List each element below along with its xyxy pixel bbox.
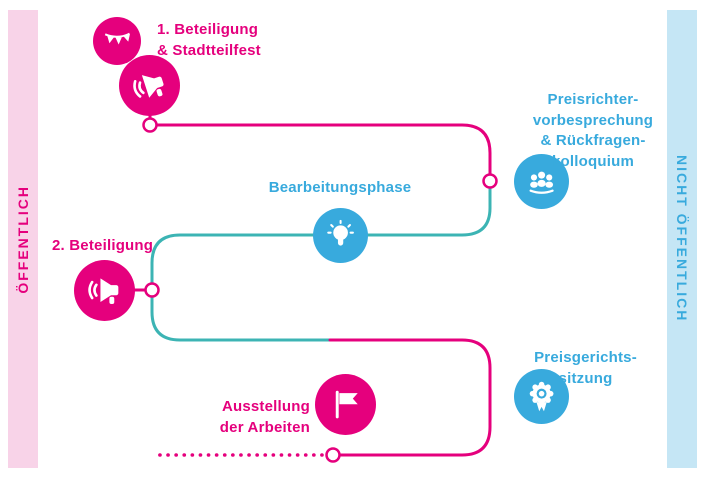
band-not-public: NICHT ÖFFENTLICH [667, 10, 697, 468]
label-line: & Stadtteilfest [157, 41, 261, 59]
label-line: Preisrichter- [547, 91, 639, 108]
band-not-public-label: NICHT ÖFFENTLICH [674, 155, 690, 323]
flow-segment-3 [150, 288, 332, 342]
label-participation2: 2. Beteiligung [52, 236, 153, 257]
jury-session-bubble [514, 369, 569, 424]
jury-people-icon [529, 171, 554, 194]
label-line: Preisgerichts- [534, 349, 637, 366]
label-line: 1. Beteiligung [157, 21, 259, 38]
bunting-icon [104, 32, 130, 45]
milestone-node-3 [144, 282, 160, 298]
work-phase-bubble [313, 208, 368, 263]
megaphone-bubble-1 [119, 55, 180, 116]
label-jury-briefing: Preisrichter- vorbesprechung & Rückfrage… [512, 90, 674, 173]
milestone-node-1 [142, 117, 158, 133]
label-line: der Arbeiten [219, 418, 310, 436]
connector-step1 [128, 106, 152, 292]
megaphone-icon [133, 75, 164, 98]
label-exhibition: Ausstellung der Arbeiten [170, 397, 310, 438]
label-line: vorbesprechung [532, 111, 654, 129]
flag-icon [335, 390, 358, 419]
jury-briefing-bubble [514, 154, 569, 209]
flow-segment-1 [148, 123, 492, 183]
flow-segment-4 [328, 338, 492, 457]
rosette-icon [529, 381, 554, 412]
label-line: kolloquium [552, 153, 634, 171]
label-participation1: 1. Beteiligung & Stadtteilfest [157, 20, 332, 61]
label-line: 2. Beteiligung [52, 237, 154, 254]
label-line: Bearbeitungsphase [268, 179, 412, 196]
megaphone-icon [88, 278, 119, 304]
exhibition-bubble [315, 374, 376, 435]
milestone-node-4 [325, 447, 341, 463]
label-work-phase: Bearbeitungsphase [245, 178, 435, 199]
lightbulb-icon [327, 219, 354, 246]
label-line: & Rückfragen- [540, 132, 646, 150]
label-line: sitzung [558, 369, 613, 387]
milestone-node-2 [482, 173, 498, 189]
band-public: ÖFFENTLICH [8, 10, 38, 468]
label-line: Ausstellung [221, 398, 310, 415]
bunting-bubble [93, 17, 141, 65]
label-jury-session: Preisgerichts- sitzung [508, 348, 663, 389]
megaphone-bubble-2 [74, 260, 135, 321]
